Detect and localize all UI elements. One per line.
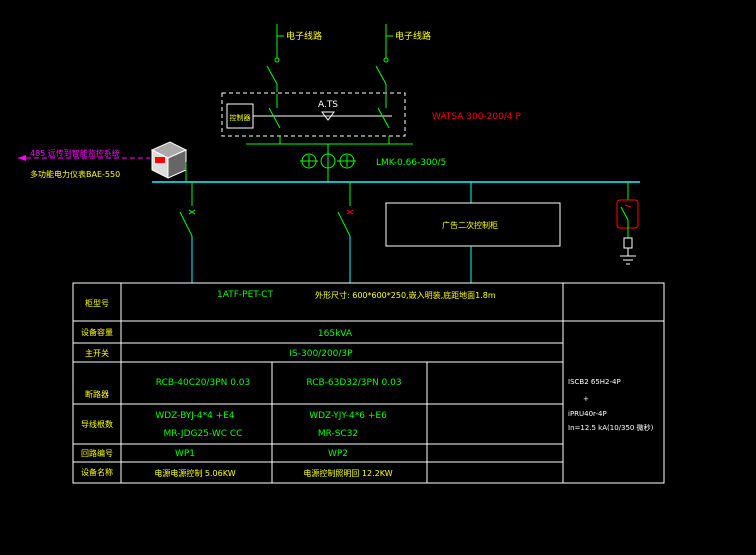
branch-2: [337, 182, 354, 283]
circuit-wp2: WP2: [328, 449, 348, 459]
ats-model: WATSA 300-200/4 P: [432, 112, 521, 122]
meter-remote-label: 485 远传到智能监控系统: [30, 148, 120, 158]
meter-model-label: 多功能电力仪表BAE-550: [30, 169, 120, 179]
ats-label: A.TS: [318, 100, 338, 110]
row-header-main-switch: 主开关: [85, 348, 109, 358]
cable-wp1-line2: MR-JDG25-WC CC: [164, 429, 243, 439]
cabinet-dimensions: 外形尺寸: 600*600*250,嵌入明装,底距地面1.8m: [315, 290, 496, 300]
capacity-value: 165kVA: [318, 329, 353, 339]
cable-wp2-line2: MR-SC32: [318, 429, 358, 439]
incoming-right-label: 电子线路: [395, 30, 431, 42]
row-header-cabinet-type: 柜型号: [85, 298, 109, 308]
row-header-equipment: 设备名称: [81, 467, 113, 477]
ats-controller-label: 控制器: [230, 113, 251, 122]
ats-switch: 控制器 A.TS WATSA 300-200/4 P: [221, 92, 521, 137]
branch-1: [179, 182, 196, 283]
specification-table: [72, 282, 665, 484]
surge-protector-branch: [616, 182, 639, 265]
equipment-wp1: 电源电源控制 5.06KW: [154, 468, 235, 478]
spd-line3: iPRU40r-4P: [568, 410, 607, 418]
circuit-wp1: WP1: [175, 449, 195, 459]
secondary-control-cabinet: 广告二次控制柜: [385, 182, 561, 283]
incoming-feeder-right: 电子线路: [375, 24, 431, 92]
row-header-cables: 导线根数: [81, 419, 113, 429]
incoming-feeder-left: 电子线路: [266, 24, 322, 92]
breaker-wp1: RCB-40C20/3PN 0.03: [156, 378, 251, 388]
side-box-label: 广告二次控制柜: [442, 220, 498, 230]
cable-wp2-line1: WDZ-YJY-4*6 +E6: [309, 411, 387, 421]
current-transformers: LMK-0.66-300/5: [300, 153, 446, 169]
cable-wp1-line1: WDZ-BYJ-4*4 +E4: [155, 411, 235, 421]
meter-icon: [150, 141, 188, 179]
cabinet-type-value: 1ATF-PET-CT: [217, 290, 273, 300]
table-text: 柜型号 1ATF-PET-CT 外形尺寸: 600*600*250,嵌入明装,底…: [81, 290, 654, 478]
row-header-capacity: 设备容量: [81, 327, 113, 337]
power-meter: 485 远传到智能监控系统 多功能电力仪表BAE-550: [18, 141, 188, 182]
breaker-wp2: RCB-63D32/3PN 0.03: [306, 378, 401, 388]
equipment-wp2: 电源控制照明回 12.2KW: [303, 468, 392, 478]
main-switch-value: IS-300/200/3P: [289, 349, 353, 359]
spd-line2: +: [583, 395, 589, 403]
row-header-circuit: 回路编号: [81, 448, 113, 458]
ct-model: LMK-0.66-300/5: [376, 158, 446, 168]
spd-line1: ISCB2 65H2-4P: [568, 378, 621, 386]
incoming-left-label: 电子线路: [286, 30, 322, 42]
row-header-breaker: 断路器: [85, 389, 109, 399]
spd-line4: In=12.5 kA(10/350 微秒): [568, 423, 654, 432]
